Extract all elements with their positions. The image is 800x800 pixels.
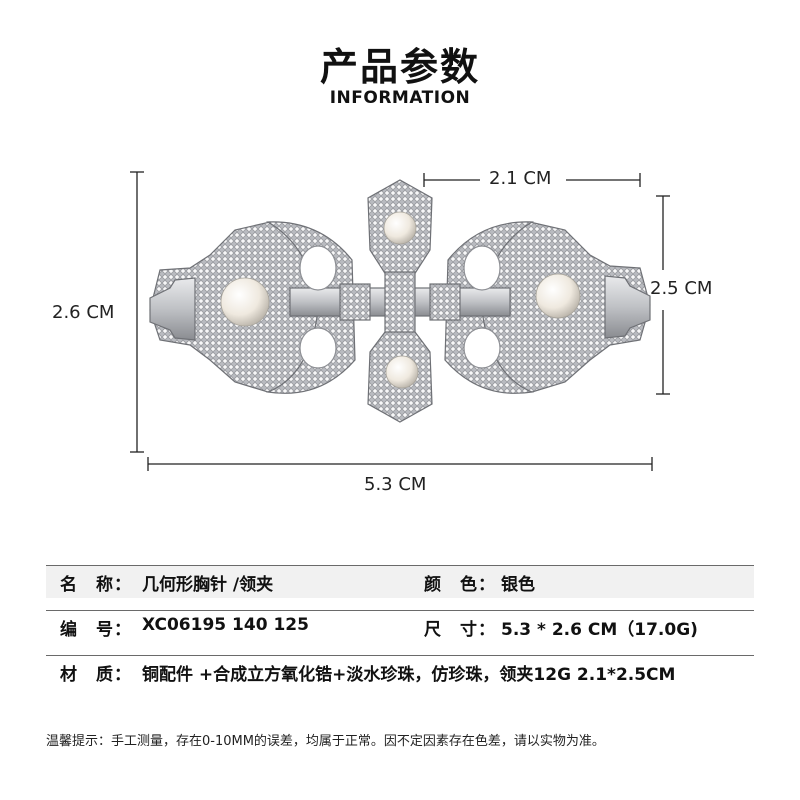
spec-row-material: 材 质： 铜配件 +合成立方氧化锆+淡水珍珠，仿珍珠，领夹12G 2.1*2.5… [46,655,754,688]
size-label: 尺 寸： [424,620,496,640]
dimension-bottom-width: 5.3 CM [364,474,427,495]
dimension-lines [130,171,670,471]
pearls [220,211,581,389]
material-label: 材 质： [60,665,132,685]
product-figure: 2.1 CM 2.5 CM 2.6 CM 5.3 CM [0,160,800,500]
pearl-right [535,273,581,319]
color-label: 颜 色： [424,575,496,595]
code-value: XC06195 140 125 [142,615,309,635]
page-subtitle: INFORMATION [329,88,471,108]
pearl-left [220,277,270,327]
dimension-top-width: 2.1 CM [489,168,552,189]
code-label: 编 号： [60,620,132,640]
size-value: 5.3 * 2.6 CM（17.0G) [501,620,698,640]
spec-row-code-size: 编 号： XC06195 140 125 尺 寸： 5.3 * 2.6 CM（1… [46,610,754,643]
brooch-illustration [130,171,670,471]
dimension-left-height: 2.6 CM [52,302,115,323]
brooch-body [149,179,651,423]
pearl-bottom [385,355,419,389]
color-value: 银色 [501,575,535,595]
page-title: 产品参数 [319,45,480,89]
name-label: 名 称： [60,575,132,595]
dimension-right-height: 2.5 CM [650,278,713,299]
spec-table: 名 称： 几何形胸针 /领夹 颜 色： 银色 编 号： XC06195 140 … [46,565,754,700]
material-value: 铜配件 +合成立方氧化锆+淡水珍珠，仿珍珠，领夹12G 2.1*2.5CM [142,665,676,685]
measurement-note: 温馨提示：手工测量，存在0-10MM的误差，均属于正常。因不定因素存在色差，请以… [46,734,605,749]
spec-row-name-color: 名 称： 几何形胸针 /领夹 颜 色： 银色 [46,565,754,598]
pearl-top [383,211,417,245]
name-value: 几何形胸针 /领夹 [142,575,274,595]
